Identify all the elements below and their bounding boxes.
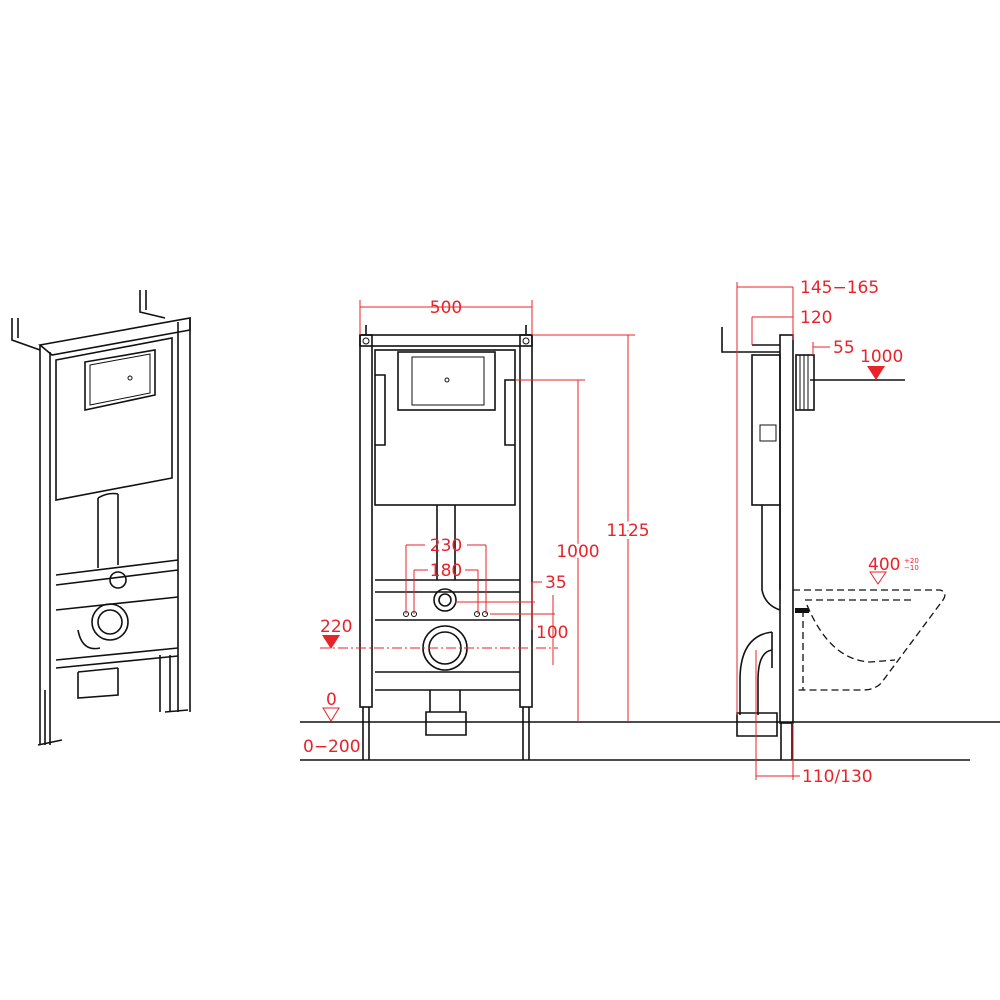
- dim-floor-label: 0: [326, 690, 337, 710]
- dim-leg-adjust-label: 0−200: [303, 737, 361, 757]
- dim-plate-height-label: 1000: [860, 347, 903, 367]
- isometric-view: [11, 290, 191, 746]
- seat-level-marker: [869, 571, 887, 585]
- level-marker-filled: [322, 635, 340, 649]
- dim-plate-depth-label: 55: [833, 338, 855, 358]
- dim-width-label: 500: [430, 298, 462, 318]
- dim-total-height-label: 1125: [606, 521, 649, 541]
- dim-35-label: 35: [545, 573, 567, 593]
- front-view: 500 1125 1000 230 180 35 100 220 0 0−200: [300, 298, 1000, 761]
- dim-seat-tol-minus: −10: [904, 564, 919, 572]
- dim-pipe-label: 110/130: [802, 767, 873, 787]
- dim-100-label: 100: [536, 623, 568, 643]
- dim-tank-height-label: 1000: [556, 542, 599, 562]
- plate-level-marker: [867, 366, 885, 380]
- dim-depth-label: 120: [800, 308, 832, 328]
- dim-seat-tol-plus: +20: [904, 557, 919, 565]
- dim-bolt-outer-label: 230: [430, 536, 462, 556]
- level-marker-outline: [322, 707, 340, 722]
- dim-seat-height-label: 400: [868, 555, 900, 575]
- dim-depth-range-label: 145−165: [800, 278, 879, 298]
- dim-drain-height-label: 220: [320, 617, 352, 637]
- dim-bolt-inner-label: 180: [430, 561, 462, 581]
- side-view: 145−165 120 55 1000 400 +20 −10 110/130: [721, 278, 946, 787]
